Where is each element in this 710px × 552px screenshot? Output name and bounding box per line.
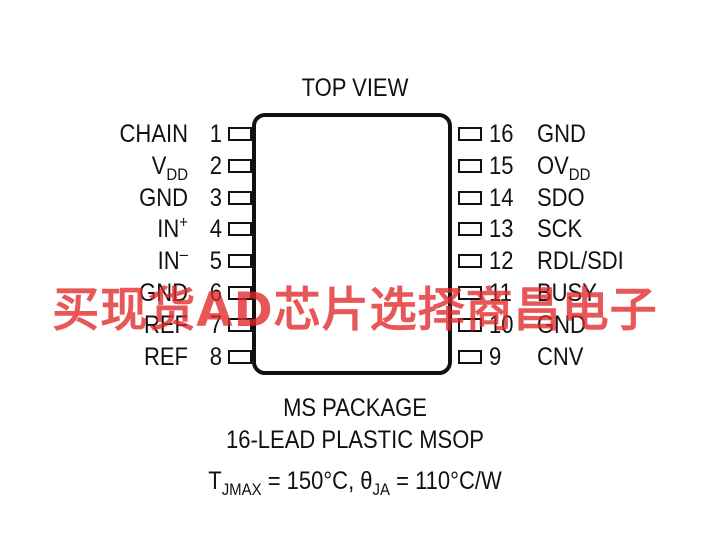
pin-name: CHAIN (58, 120, 188, 148)
pin-5-lead (228, 254, 252, 269)
pin-name-text: CHAIN (119, 120, 188, 148)
pin-name-text: GND (537, 120, 586, 148)
pin-number: 12 (489, 247, 514, 276)
pin-8-lead (228, 349, 252, 364)
pin-name: CNV (537, 343, 678, 371)
tjmax-value: = 150°C, (261, 467, 361, 495)
chip-body (252, 113, 452, 375)
pin-name-text: IN (157, 215, 180, 244)
pin-number: 11 (489, 279, 512, 307)
pin-12-lead (458, 254, 482, 269)
pin-number: 3 (209, 183, 222, 212)
pin-name: SCK (537, 215, 678, 243)
pin-name-text: V (151, 151, 167, 180)
pin-name-text: CNV (537, 342, 584, 371)
pin-number: 10 (489, 310, 514, 339)
pin-14-lead (458, 190, 482, 205)
pin-name: RDL/SDI (537, 247, 678, 275)
watermark-text: 买现货AD芯片选择商昌电子 (52, 283, 658, 338)
pin-number: 6 (209, 279, 222, 307)
pin-name: IN– (58, 244, 188, 276)
pin-number: 7 (209, 310, 222, 339)
package-description: 16-LEAD PLASTIC MSOP (226, 426, 484, 454)
pin-7-lead (228, 317, 252, 332)
pin-name-text: GND (139, 279, 188, 307)
pin-number: 2 (209, 151, 222, 180)
pin-name: GND (537, 120, 678, 148)
pin-9-lead (458, 349, 482, 364)
pin-name: BUSY (537, 279, 678, 307)
pin-name: GND (58, 279, 188, 307)
pin-name-text: RDL/SDI (537, 247, 624, 276)
thermal-spec: TJMAX = 150°C, θJA = 110°C/W (135, 467, 575, 498)
pin-10-lead (458, 317, 482, 332)
pin-2-lead (228, 158, 252, 173)
pin-name-subscript: DD (166, 164, 188, 184)
pin-name-text: BUSY (537, 279, 597, 307)
pin-name-text: REF (144, 310, 188, 339)
pin-number: 14 (489, 183, 514, 212)
tjmax-symbol: T (208, 467, 222, 495)
view-label: TOP VIEW (301, 74, 409, 102)
pin-name: SDO (537, 184, 678, 212)
pin-number: 9 (489, 342, 502, 371)
theta-symbol: θ (360, 467, 373, 495)
pin-name: GND (537, 311, 678, 339)
pin-name: IN+ (58, 213, 188, 244)
pin-name-text: SCK (537, 215, 583, 244)
theta-value: = 110°C/W (390, 467, 502, 495)
pin-3-lead (228, 190, 252, 205)
pin-15-lead (458, 158, 482, 173)
pin-6-lead (228, 286, 252, 300)
pin-name: REF (58, 311, 188, 339)
pin-number: 5 (209, 247, 222, 276)
pin-number: 8 (209, 342, 222, 371)
pin-name: VDD (58, 151, 188, 183)
pin-name-text: IN (157, 247, 180, 276)
theta-subscript: JA (372, 480, 391, 499)
pin-name-superscript: + (179, 213, 188, 233)
pin-4-lead (228, 222, 252, 237)
pin-number: 13 (489, 215, 514, 244)
pin-name-text: REF (144, 342, 188, 371)
package-name: MS PACKAGE (283, 394, 427, 422)
pin-number: 15 (489, 151, 514, 180)
pin-1-lead (228, 127, 252, 141)
pin-name: REF (58, 343, 188, 371)
pin-11-lead (458, 286, 482, 300)
pin-number: 4 (209, 215, 222, 244)
pin-name: OVDD (537, 151, 678, 183)
pin-name: GND (58, 184, 188, 212)
pin-number: 16 (489, 120, 514, 148)
pin-number: 1 (209, 120, 222, 148)
pin-name-text: OV (537, 151, 569, 180)
tjmax-subscript: JMAX (221, 480, 262, 499)
pin-name-text: GND (537, 310, 586, 339)
pin-name-text: GND (139, 183, 188, 212)
pin-name-superscript: – (179, 244, 188, 264)
pin-name-subscript: DD (568, 164, 591, 184)
pin-13-lead (458, 222, 482, 237)
pin-16-lead (458, 127, 482, 141)
pin-name-text: SDO (537, 183, 585, 212)
